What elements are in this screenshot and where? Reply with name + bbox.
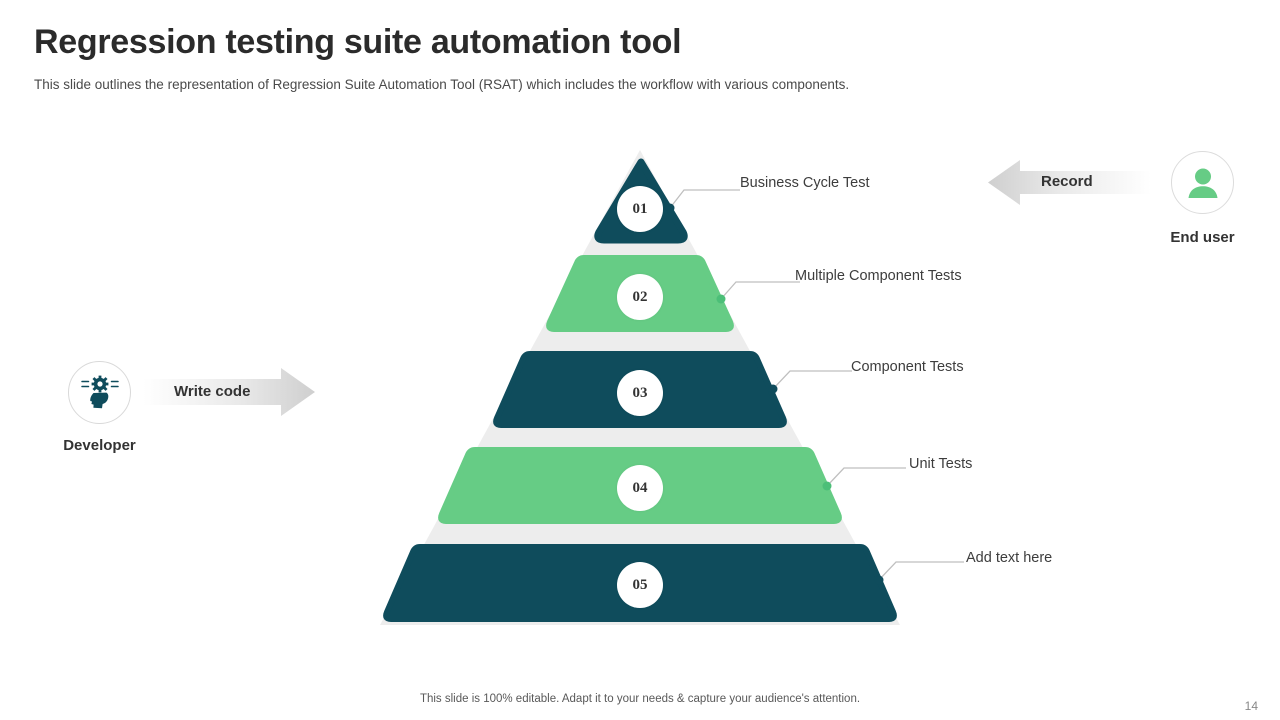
pyramid-label-02: Multiple Component Tests bbox=[795, 268, 962, 284]
connector-line-02 bbox=[716, 281, 800, 304]
page-title: Regression testing suite automation tool bbox=[34, 23, 682, 61]
connector-line-05 bbox=[874, 561, 964, 585]
connector-line-04 bbox=[822, 467, 906, 491]
pyramid-number-02: 02 bbox=[617, 274, 663, 320]
page-number: 14 bbox=[1244, 699, 1258, 713]
person-icon bbox=[1188, 168, 1217, 198]
record-arrow bbox=[988, 160, 1151, 205]
write-code-arrow bbox=[143, 368, 315, 416]
pyramid-label-05: Add text here bbox=[966, 550, 1053, 566]
end-user-avatar[interactable] bbox=[1171, 151, 1234, 214]
connector-line-03 bbox=[768, 370, 852, 394]
record-label: Record bbox=[1041, 173, 1093, 190]
pyramid-label-04: Unit Tests bbox=[909, 456, 973, 472]
pyramid-number-01: 01 bbox=[617, 186, 663, 232]
pyramid-number-03: 03 bbox=[617, 370, 663, 416]
head-with-gear-icon bbox=[80, 375, 119, 408]
pyramid-label-01: Business Cycle Test bbox=[740, 175, 870, 191]
pyramid-label-03: Component Tests bbox=[851, 359, 964, 375]
write-code-label: Write code bbox=[174, 383, 251, 400]
developer-name: Developer bbox=[63, 437, 136, 454]
footer-note: This slide is 100% editable. Adapt it to… bbox=[419, 693, 861, 705]
connector-line-01 bbox=[665, 189, 740, 213]
page-subtitle: This slide outlines the representation o… bbox=[34, 77, 850, 92]
pyramid-number-04: 04 bbox=[617, 465, 663, 511]
pyramid-number-05: 05 bbox=[617, 562, 663, 608]
end-user-name: End user bbox=[1170, 229, 1235, 246]
developer-avatar[interactable] bbox=[68, 361, 131, 424]
